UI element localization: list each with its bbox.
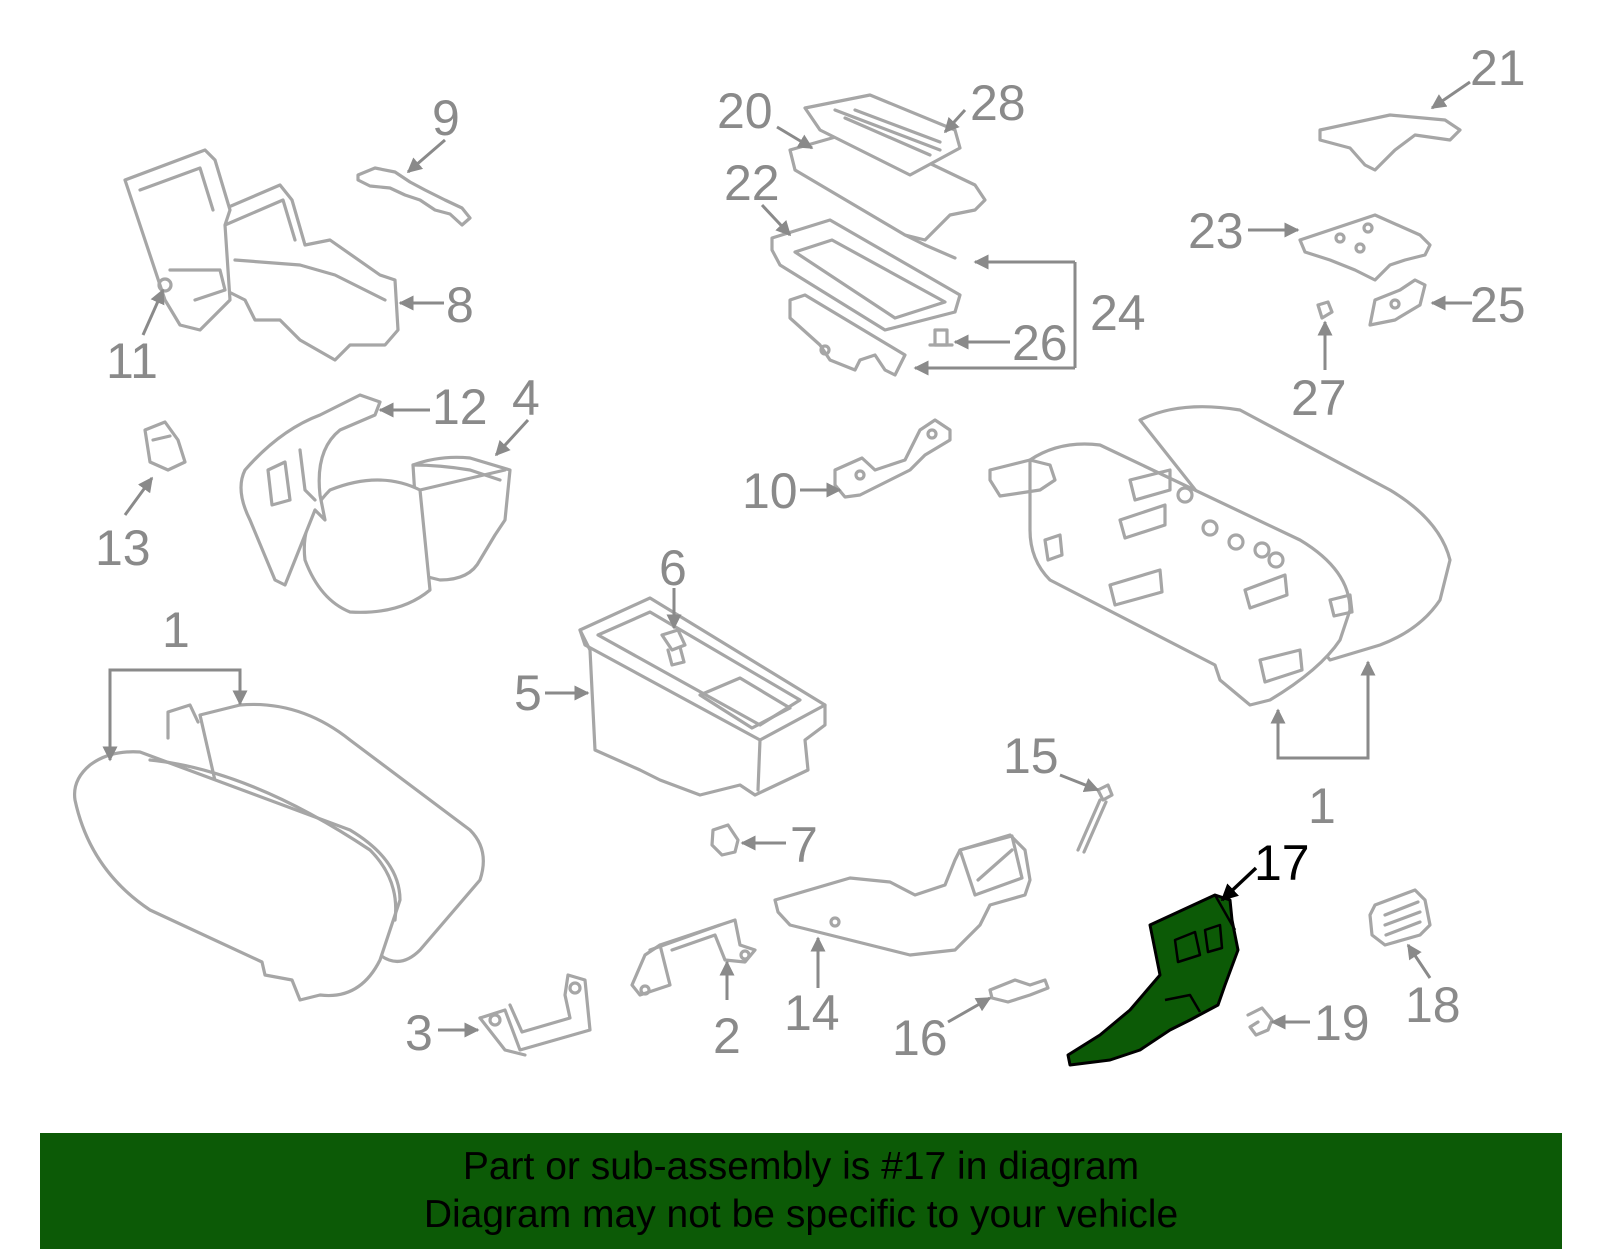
part-14-duct bbox=[773, 833, 1032, 957]
part-28-pad bbox=[803, 93, 962, 177]
part-26-screw bbox=[928, 328, 954, 347]
callout-12: 12 bbox=[432, 379, 488, 435]
callout-18: 18 bbox=[1405, 977, 1461, 1033]
callout-8: 8 bbox=[446, 277, 474, 333]
part-19-clip bbox=[1246, 1006, 1274, 1037]
callout-7: 7 bbox=[790, 817, 818, 873]
part-16-clip bbox=[988, 978, 1050, 1004]
callout-11: 11 bbox=[106, 333, 158, 389]
part-4-cup-holder bbox=[302, 455, 512, 614]
callout-20: 20 bbox=[717, 83, 773, 139]
part-24-hinge bbox=[788, 293, 907, 377]
callout-14: 14 bbox=[784, 985, 840, 1041]
part-23-hinge-plate bbox=[1298, 213, 1432, 282]
part-12-bezel bbox=[239, 393, 382, 587]
callout-labels: 1 1 2 3 4 5 6 7 8 9 10 11 12 13 14 15 16… bbox=[95, 40, 1526, 1066]
part-3-bracket bbox=[478, 973, 592, 1057]
callout-16: 16 bbox=[892, 1010, 948, 1066]
callout-28: 28 bbox=[970, 75, 1026, 131]
part-9-trim bbox=[356, 166, 472, 227]
part-10-bracket bbox=[833, 418, 952, 499]
callout-4: 4 bbox=[512, 370, 540, 426]
callout-1: 1 bbox=[162, 602, 190, 658]
notice-banner: Part or sub-assembly is #17 in diagram D… bbox=[40, 1133, 1562, 1249]
callout-26: 26 bbox=[1012, 315, 1068, 371]
callout-24: 24 bbox=[1090, 285, 1146, 341]
callout-25: 25 bbox=[1470, 277, 1526, 333]
parts-diagram: 1 1 2 3 4 5 6 7 8 9 10 11 12 13 14 15 16… bbox=[72, 40, 1526, 1067]
part-17-highlighted bbox=[1066, 893, 1240, 1067]
part-5-bin bbox=[578, 596, 827, 797]
part-8-tray bbox=[208, 183, 400, 362]
callout-27: 27 bbox=[1291, 370, 1347, 426]
part-21-armrest bbox=[1318, 113, 1462, 172]
part-18-vent bbox=[1368, 888, 1432, 947]
callout-23: 23 bbox=[1188, 203, 1244, 259]
callout-9: 9 bbox=[432, 90, 460, 146]
part-2-bracket bbox=[630, 918, 757, 997]
callout-22: 22 bbox=[724, 155, 780, 211]
banner-line-1: Part or sub-assembly is #17 in diagram bbox=[462, 1145, 1140, 1188]
part-25-latch bbox=[1368, 278, 1427, 327]
callout-13: 13 bbox=[95, 520, 151, 576]
part-27-fastener bbox=[1316, 300, 1334, 320]
part-13-clip bbox=[143, 420, 187, 472]
callout-6: 6 bbox=[659, 540, 687, 596]
callout-19: 19 bbox=[1314, 995, 1370, 1051]
callout-3: 3 bbox=[405, 1005, 433, 1061]
callout-2: 2 bbox=[713, 1008, 741, 1064]
callout-10: 10 bbox=[742, 463, 798, 519]
banner-line-2: Diagram may not be specific to your vehi… bbox=[423, 1193, 1179, 1236]
part-22-lid-inner bbox=[770, 218, 962, 332]
callout-15: 15 bbox=[1003, 728, 1059, 784]
part-7-grommet bbox=[710, 823, 740, 857]
callout-5: 5 bbox=[514, 665, 542, 721]
part-15-bolt bbox=[1076, 783, 1114, 854]
callout-17: 17 bbox=[1254, 835, 1310, 891]
part-1-right-panel bbox=[988, 405, 1452, 707]
callout-1: 1 bbox=[1308, 778, 1336, 834]
part-6-fastener bbox=[660, 628, 687, 667]
part-1-left-panel bbox=[72, 702, 485, 1002]
callout-21: 21 bbox=[1470, 40, 1526, 96]
leader-lines bbox=[102, 80, 1472, 1038]
part-11-door bbox=[123, 148, 232, 332]
